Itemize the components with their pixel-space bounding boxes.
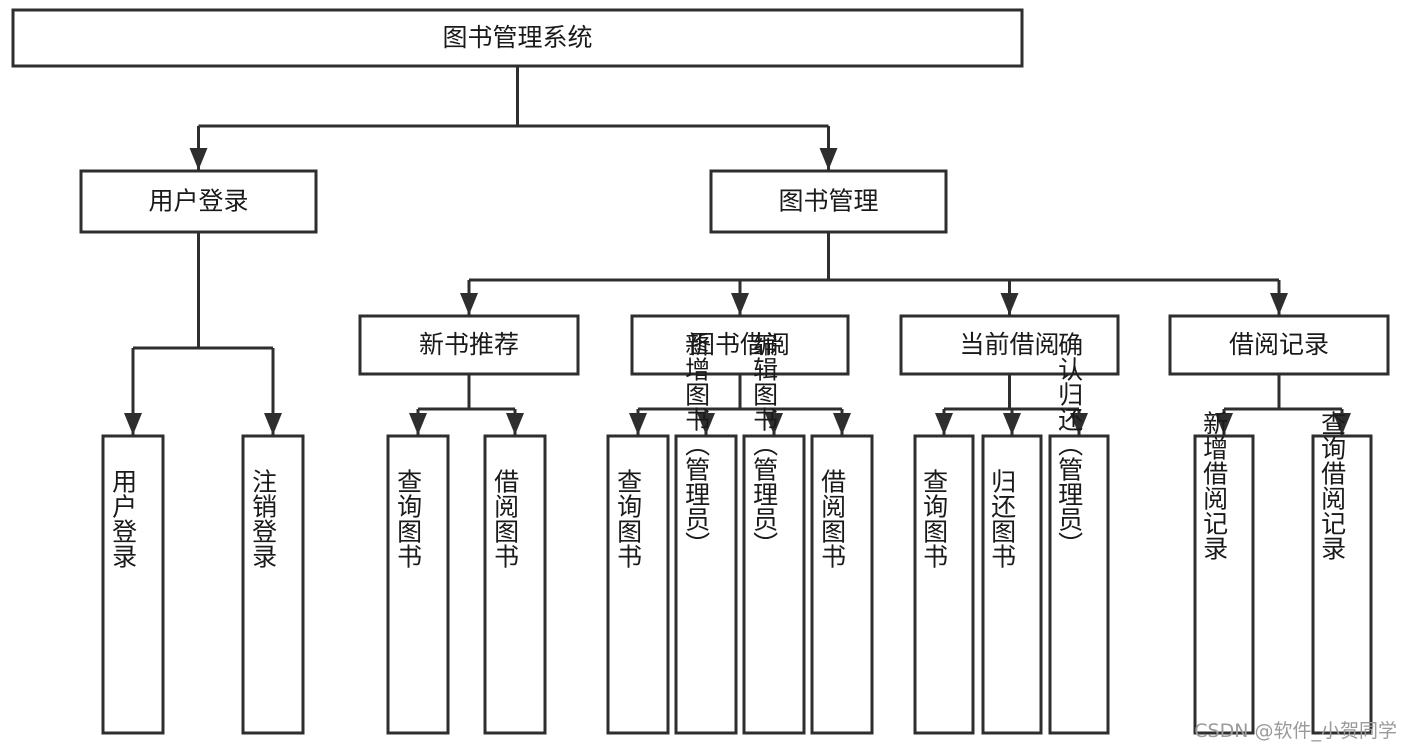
node-rect[interactable] (630, 314, 850, 376)
node-rect[interactable] (810, 434, 874, 735)
node-n-book-borrow[interactable]: 图书借阅 (630, 314, 850, 376)
arrow-head-icon (264, 413, 282, 435)
node-rect[interactable] (1048, 434, 1110, 735)
node-l-query-record[interactable]: 查询借阅记录 (1311, 411, 1373, 735)
node-l-user-login[interactable]: 用户登录 (101, 434, 165, 735)
node-rect[interactable] (899, 314, 1120, 376)
arrow-head-icon (124, 413, 142, 435)
node-rect[interactable] (11, 8, 1024, 68)
arrow-head-icon (460, 293, 478, 315)
node-l-logout[interactable]: 注销登录 (241, 434, 305, 735)
nodes-layer: 图书管理系统用户登录图书管理新书推荐图书借阅当前借阅借阅记录用户登录注销登录查询… (11, 8, 1390, 735)
node-l-query-book-1[interactable]: 查询图书 (386, 434, 450, 735)
node-l-query-book-3[interactable]: 查询图书 (913, 434, 975, 735)
node-rect[interactable] (483, 434, 547, 735)
node-label: 新增图书（管理员） (682, 332, 711, 557)
node-rect[interactable] (1168, 314, 1390, 376)
node-label: 查询图书 (394, 469, 423, 569)
node-label: 当前借阅 (959, 330, 1059, 359)
node-rect[interactable] (606, 434, 670, 735)
node-n-new-book-rec[interactable]: 新书推荐 (358, 314, 580, 376)
arrow-head-icon (629, 413, 647, 435)
node-label: 借阅记录 (1229, 330, 1329, 359)
arrow-head-icon (189, 148, 208, 170)
node-n-user-login[interactable]: 用户登录 (79, 169, 318, 234)
node-l-confirm-return[interactable]: 确认归还（管理员） (1048, 332, 1110, 735)
arrow-head-icon (506, 413, 524, 435)
node-label: 注销登录 (249, 469, 278, 569)
node-rect[interactable] (386, 434, 450, 735)
node-label: 归还图书 (988, 469, 1017, 569)
node-rect[interactable] (241, 434, 305, 735)
node-label: 用户登录 (109, 469, 138, 569)
arrow-head-icon (1000, 293, 1019, 315)
node-label: 借阅图书 (818, 469, 847, 569)
node-label: 查询借阅记录 (1318, 411, 1347, 561)
arrow-head-icon (1333, 413, 1351, 435)
node-label: 图书借阅 (690, 330, 790, 359)
edges-layer (124, 66, 1351, 435)
arrow-head-icon (1215, 413, 1233, 435)
arrow-head-icon (1270, 293, 1288, 315)
arrow-head-icon (1070, 413, 1088, 435)
node-l-borrow-book-2[interactable]: 借阅图书 (810, 434, 874, 735)
node-rect[interactable] (674, 434, 738, 735)
node-rect[interactable] (742, 434, 806, 735)
arrow-head-icon (935, 413, 953, 435)
node-n-borrow-record[interactable]: 借阅记录 (1168, 314, 1390, 376)
arrow-head-icon (409, 413, 427, 435)
node-n-current-borrow[interactable]: 当前借阅 (899, 314, 1120, 376)
node-label: 用户登录 (148, 187, 248, 216)
node-rect[interactable] (981, 434, 1043, 735)
node-label: 查询图书 (614, 469, 643, 569)
node-rect[interactable] (913, 434, 975, 735)
node-rect[interactable] (1311, 434, 1373, 735)
node-l-edit-book[interactable]: 编辑图书（管理员） (742, 332, 806, 735)
node-root[interactable]: 图书管理系统 (11, 8, 1024, 68)
node-rect[interactable] (79, 169, 318, 234)
node-l-return-book[interactable]: 归还图书 (981, 434, 1043, 735)
node-label: 图书管理系统 (442, 23, 592, 52)
node-rect[interactable] (709, 169, 948, 234)
node-rect[interactable] (1193, 434, 1255, 735)
node-rect[interactable] (101, 434, 165, 735)
arrow-head-icon (765, 413, 783, 435)
node-label: 新增借阅记录 (1200, 411, 1229, 561)
node-rect[interactable] (358, 314, 580, 376)
arrow-head-icon (819, 148, 838, 170)
node-label: 图书管理 (778, 187, 878, 216)
arrow-head-icon (697, 413, 715, 435)
arrow-head-icon (833, 413, 851, 435)
node-label: 新书推荐 (419, 330, 519, 359)
arrow-head-icon (731, 293, 749, 315)
node-l-add-book[interactable]: 新增图书（管理员） (674, 332, 738, 735)
node-l-add-record[interactable]: 新增借阅记录 (1193, 411, 1255, 735)
node-l-query-book-2[interactable]: 查询图书 (606, 434, 670, 735)
node-label: 查询图书 (920, 469, 949, 569)
node-label: 确认归还（管理员） (1055, 332, 1084, 557)
node-l-borrow-book-1[interactable]: 借阅图书 (483, 434, 547, 735)
arrow-head-icon (1003, 413, 1021, 435)
node-label: 编辑图书（管理员） (750, 332, 779, 557)
node-label: 借阅图书 (491, 469, 520, 569)
node-n-book-mgmt[interactable]: 图书管理 (709, 169, 948, 234)
